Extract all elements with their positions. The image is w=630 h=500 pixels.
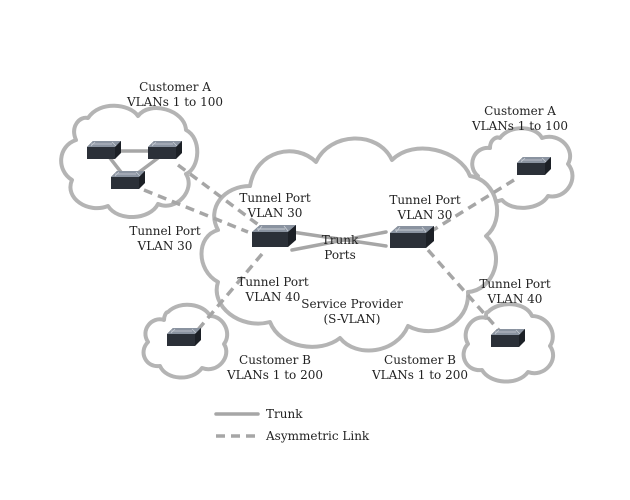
asymmetric-link-a-right (429, 178, 515, 234)
label-service-provider: Service Provider (S-VLAN) (292, 297, 412, 327)
network-switch-icon (516, 156, 552, 176)
label-port-type: Tunnel Port (479, 277, 551, 291)
asymmetric-link-a-left-2 (143, 188, 249, 234)
label-port-type: Tunnel Port (239, 191, 311, 205)
label-tunnel-port-right-a: Tunnel Port VLAN 30 (375, 193, 475, 223)
label-customer-a-left: Customer A VLANs 1 to 100 (115, 80, 235, 110)
network-switch-icon (490, 328, 526, 348)
label-port-vlan: VLAN 30 (247, 206, 303, 220)
label-trunk-ports: Trunk Ports (310, 233, 370, 263)
legend-trunk-label: Trunk (266, 407, 303, 421)
label-port-vlan: VLAN 30 (137, 239, 193, 253)
label-tunnel-port-right-b: Tunnel Port VLAN 40 (465, 277, 565, 307)
label-port-vlan: VLAN 30 (397, 208, 453, 222)
label-port-type: Tunnel Port (389, 193, 461, 207)
label-customer-vlans: VLANs 1 to 100 (472, 119, 568, 133)
label-customer-b-right: Customer B VLANs 1 to 200 (360, 353, 480, 383)
trunk-link-provider-1 (290, 230, 388, 248)
label-port-type: Tunnel Port (237, 275, 309, 289)
label-customer-vlans: VLANs 1 to 200 (372, 368, 468, 382)
network-switch-icon (389, 225, 435, 249)
network-switch-icon (251, 224, 297, 248)
network-switch-icon (166, 327, 202, 347)
label-port-vlan: VLAN 40 (245, 290, 301, 304)
label-tunnel-port-center-b: Tunnel Port VLAN 40 (223, 275, 323, 305)
label-customer-name: Customer A (484, 104, 556, 118)
cloud-customer-a-left (59, 103, 200, 220)
label-customer-a-right: Customer A VLANs 1 to 100 (460, 104, 580, 134)
asymmetric-link-b-right (426, 248, 506, 338)
label-customer-name: Customer A (139, 80, 211, 94)
label-customer-vlans: VLANs 1 to 100 (127, 95, 223, 109)
label-customer-name: Customer B (239, 353, 311, 367)
label-provider-svlan: (S-VLAN) (323, 312, 381, 326)
label-port-vlan: VLAN 40 (487, 292, 543, 306)
label-trunk: Trunk (321, 233, 359, 247)
network-switch-icon (86, 140, 122, 160)
label-ports: Ports (324, 248, 356, 262)
cloud-service-provider (199, 136, 500, 353)
label-tunnel-port-center-a: Tunnel Port VLAN 30 (225, 191, 325, 221)
label-tunnel-port-left-a: Tunnel Port VLAN 30 (115, 224, 215, 254)
label-customer-vlans: VLANs 1 to 200 (227, 368, 323, 382)
label-customer-name: Customer B (384, 353, 456, 367)
trunk-link-provider-2 (290, 230, 388, 252)
legend-asymmetric-label: Asymmetric Link (266, 429, 370, 443)
label-customer-b-left: Customer B VLANs 1 to 200 (215, 353, 335, 383)
label-provider-name: Service Provider (301, 297, 403, 311)
network-switch-icon (147, 140, 183, 160)
asymmetric-link-b-left (194, 252, 264, 334)
network-switch-icon (110, 170, 146, 190)
asymmetric-link-a-left-1 (176, 163, 262, 228)
label-port-type: Tunnel Port (129, 224, 201, 238)
